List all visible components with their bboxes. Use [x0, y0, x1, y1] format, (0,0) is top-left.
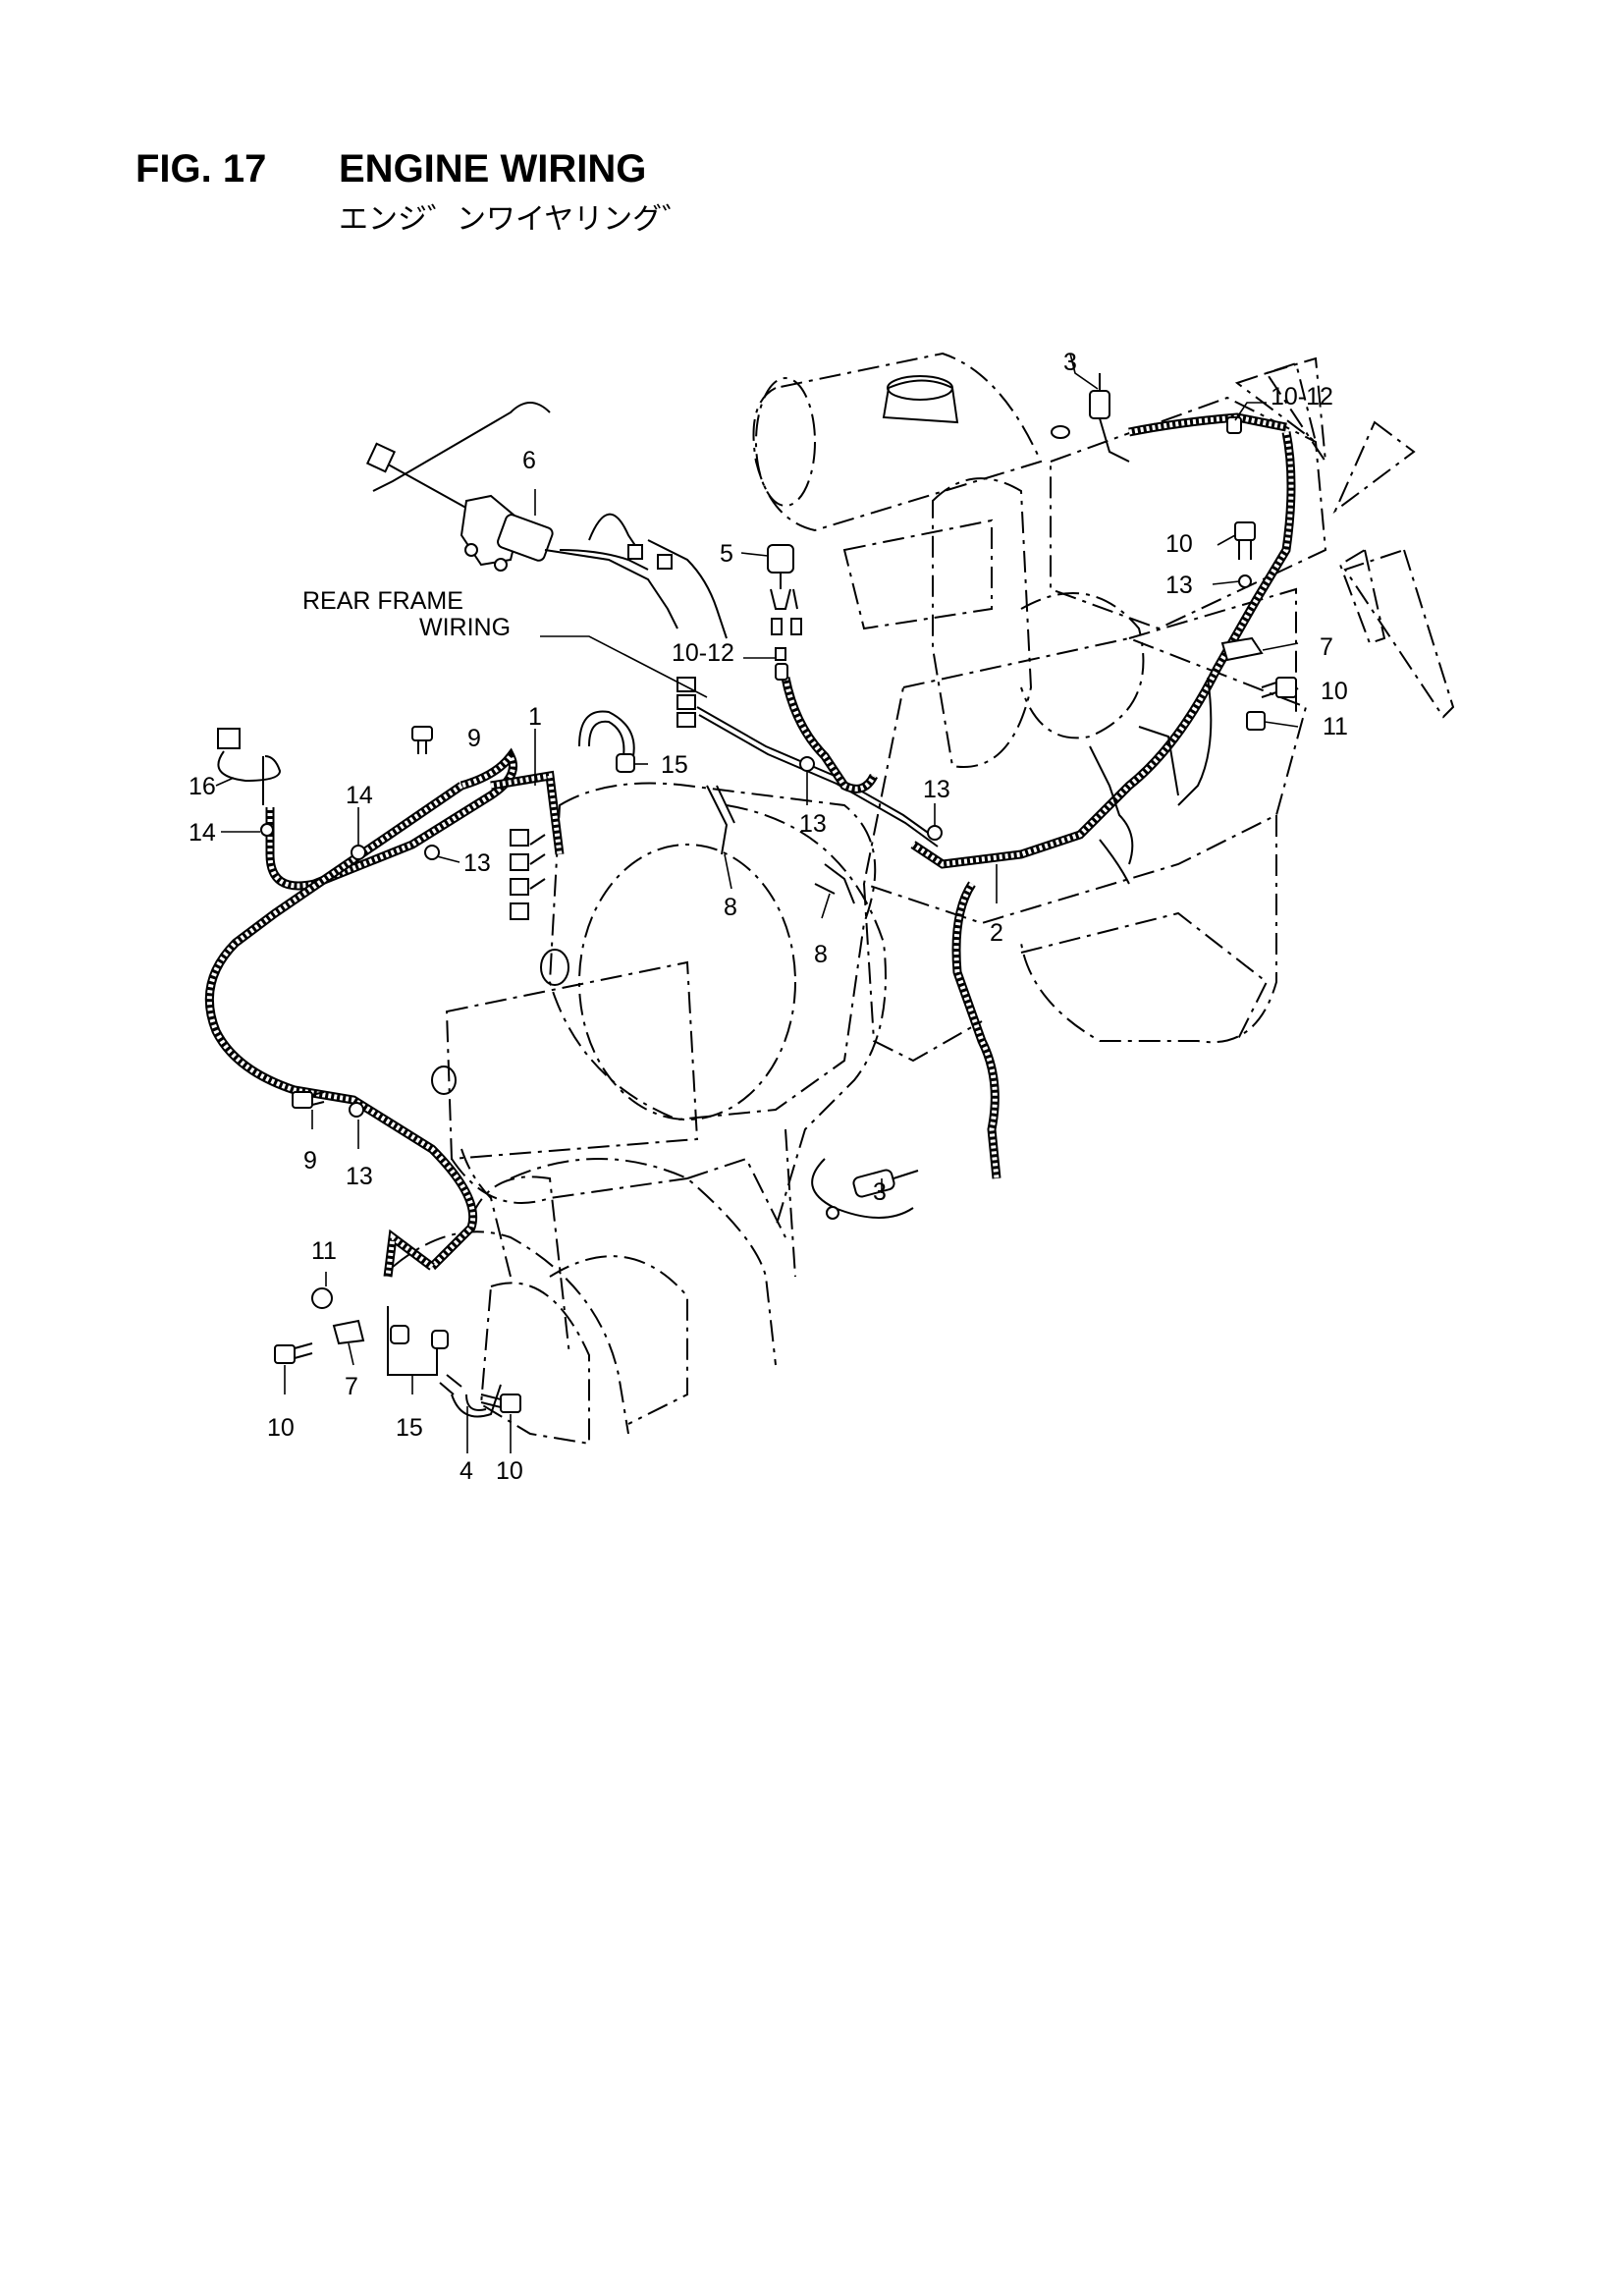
- bracket-8-upper: [706, 785, 735, 855]
- sensor-3-upper: [1051, 373, 1130, 463]
- bolt-10-right: [1261, 677, 1297, 698]
- callout-13-left: 13: [463, 849, 491, 877]
- bracket-10-12-center: [775, 663, 788, 681]
- clip-13-left: [424, 845, 440, 860]
- callout-3-lower: 3: [873, 1178, 887, 1206]
- callout-14-mid: 14: [346, 782, 373, 809]
- callout-7-lower: 7: [345, 1373, 358, 1400]
- wiring-harness: [204, 402, 1296, 1418]
- clamp-7-lower: [332, 1319, 365, 1345]
- clip-14-mid: [351, 845, 366, 860]
- callout-10-12-upper: 10-12: [1271, 383, 1333, 410]
- callout-9-upper: 9: [467, 725, 481, 752]
- callout-10-12-center: 10-12: [672, 639, 734, 667]
- bracket-10-12-upper: [1226, 416, 1242, 434]
- callout-15-upper: 15: [661, 751, 688, 779]
- bracket-8-lower: [814, 863, 855, 904]
- clamp-7-upper: [1220, 636, 1264, 662]
- callout-8-upper: 8: [724, 894, 737, 921]
- callout-2: 2: [990, 919, 1003, 947]
- leader-lines: [215, 353, 1299, 1453]
- figure-title: ENGINE WIRING: [339, 147, 647, 191]
- bolt-9-upper: [411, 726, 433, 754]
- clip-13-right: [927, 825, 943, 841]
- bolt-10-upper: [1234, 521, 1256, 560]
- callout-11-upper: 11: [1323, 713, 1348, 740]
- figure-number: FIG. 17: [135, 147, 267, 191]
- callout-13-right: 13: [923, 776, 950, 803]
- clip-13-upper-right: [1238, 574, 1252, 588]
- callout-10-lower-right: 10: [496, 1457, 523, 1485]
- callout-6: 6: [522, 447, 536, 474]
- cable-4: [439, 1374, 462, 1395]
- callout-1: 1: [528, 703, 542, 731]
- callout-15-lower: 15: [396, 1414, 423, 1442]
- bolt-9-lower: [292, 1091, 325, 1109]
- callout-4: 4: [460, 1457, 473, 1485]
- sensor-3-lower: [826, 1169, 919, 1220]
- callout-13-center: 13: [799, 810, 827, 838]
- callout-3-upper: 3: [1063, 349, 1077, 376]
- clip-14-left: [260, 823, 274, 837]
- bolt-10-lower-right: [480, 1394, 521, 1413]
- callout-10-lower-left: 10: [267, 1414, 295, 1442]
- callout-13-lower: 13: [346, 1163, 373, 1190]
- grommet-15-upper: [616, 753, 635, 773]
- connector-block: [510, 829, 546, 920]
- callout-11-lower: 11: [311, 1237, 337, 1265]
- callout-16: 16: [189, 773, 216, 800]
- stop-solenoid: [365, 442, 678, 629]
- callout-rear-frame: REAR FRAME: [302, 587, 463, 615]
- callout-10-upper: 10: [1165, 530, 1193, 558]
- connector-16: [217, 728, 282, 805]
- bolt-10-lower-left: [274, 1342, 313, 1364]
- figure-subtitle-jp: エンジ゛ンワイヤリング゛: [339, 203, 692, 236]
- callout-wiring: WIRING: [419, 614, 511, 641]
- engine-block-outline: [392, 352, 1455, 1446]
- callout-13-upper-right: 13: [1165, 572, 1193, 599]
- clip-13-center: [799, 756, 815, 772]
- callout-8-lower: 8: [814, 941, 828, 968]
- nut-11-lower: [311, 1287, 333, 1309]
- callout-5: 5: [720, 540, 733, 568]
- grommet-15-lower: [390, 1325, 449, 1349]
- callout-14-left: 14: [189, 819, 216, 847]
- nut-11-upper: [1246, 711, 1266, 731]
- callout-9-lower: 9: [303, 1147, 317, 1175]
- rear-frame-connector: [676, 677, 696, 728]
- clip-13-lower: [349, 1102, 364, 1118]
- components: [217, 373, 1297, 1413]
- callout-labels: REAR FRAME WIRING 1 2 3 3 4 5 6 7 7 8 8 …: [189, 349, 1348, 1485]
- callout-10-right: 10: [1321, 678, 1348, 705]
- relay-5: [767, 544, 802, 661]
- callout-7-upper: 7: [1320, 633, 1333, 661]
